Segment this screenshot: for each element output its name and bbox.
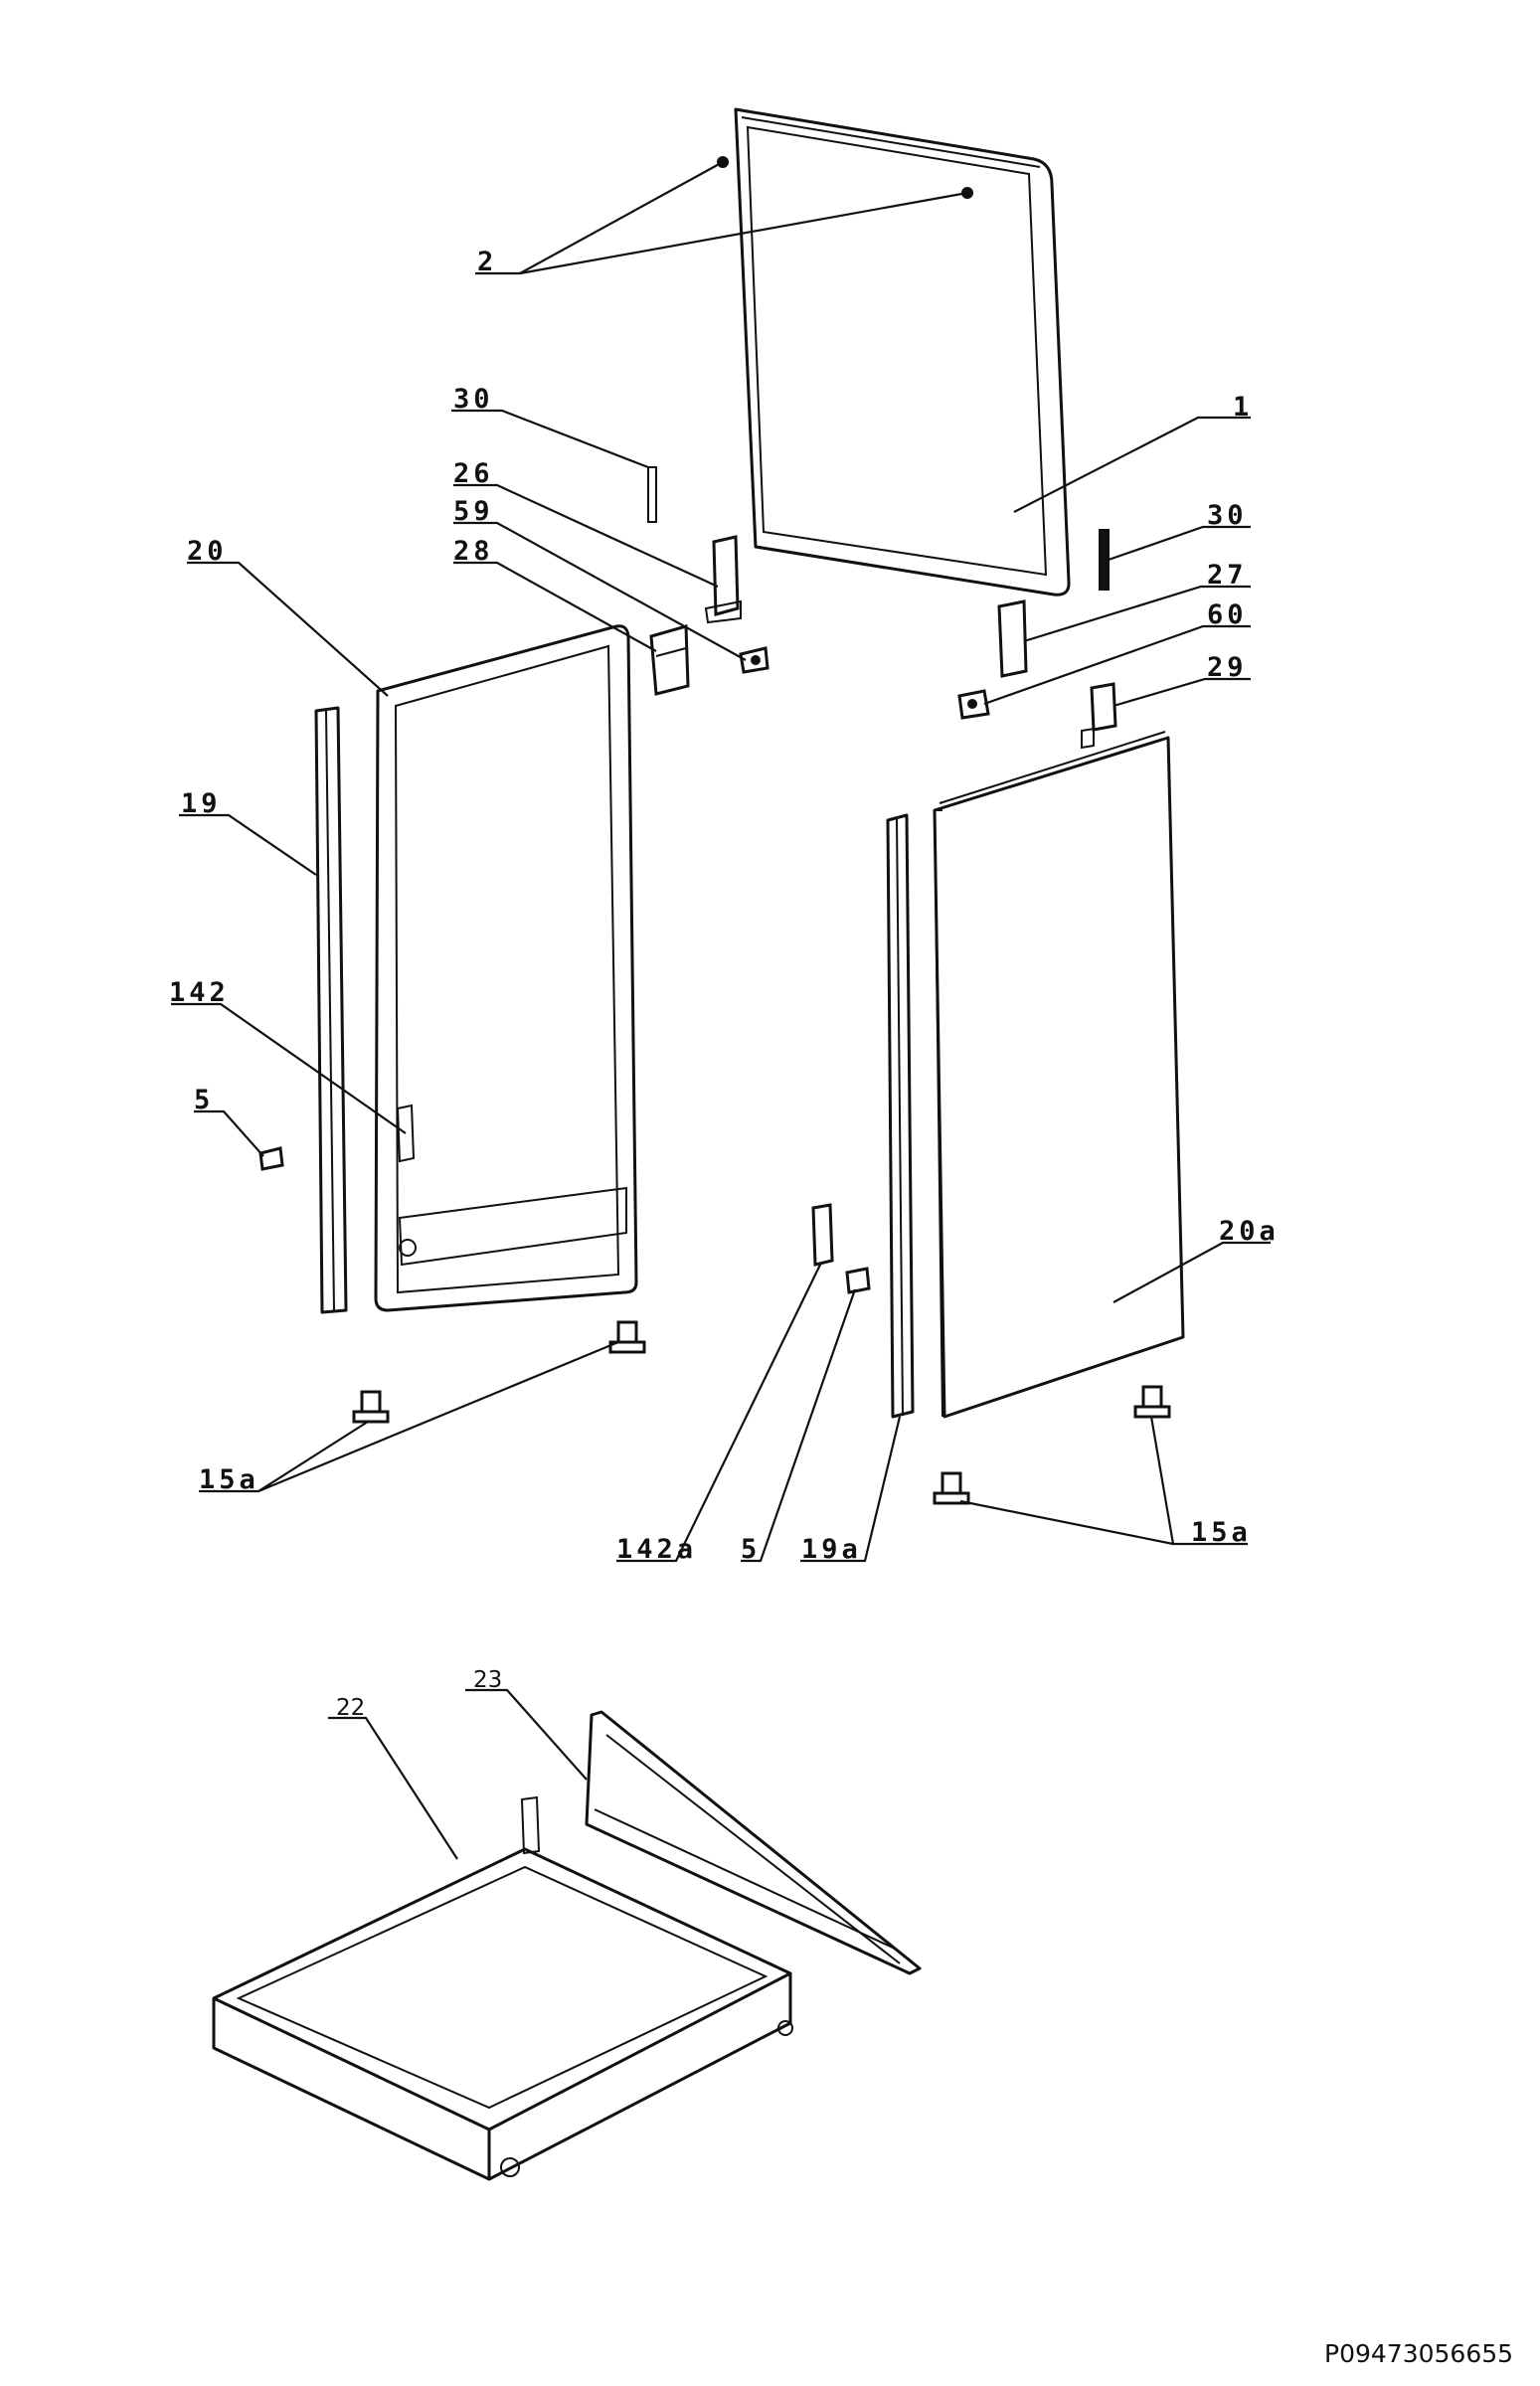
part-23-rear-plate <box>585 1710 922 1975</box>
part-19a-right-rail <box>886 813 915 1419</box>
leader-26 <box>453 483 719 588</box>
part-20a-right-side-panel <box>933 731 1185 1419</box>
leader-60 <box>983 624 1251 706</box>
leader-59 <box>453 521 747 661</box>
part-20-left-side-panel <box>374 624 638 1312</box>
label-20: 20 <box>187 536 228 567</box>
label-19: 19 <box>181 788 222 819</box>
part-30-pin-left <box>647 466 657 523</box>
label-20a: 20a <box>1219 1216 1280 1247</box>
leader-1 <box>1013 416 1251 513</box>
callout-labels: 2 1 30 26 59 28 20 30 27 60 29 19 142 5 … <box>169 247 1280 1721</box>
reference-code: P09473056655 <box>1324 2339 1513 2368</box>
leader-27 <box>1023 585 1251 643</box>
part-19-left-rail <box>314 706 348 1314</box>
label-19a: 19a <box>801 1534 862 1565</box>
leader-5-left <box>194 1109 264 1157</box>
label-30-right: 30 <box>1207 500 1248 531</box>
part-26-hinge-block <box>704 535 742 624</box>
part-59-bracket <box>739 646 770 674</box>
label-2: 2 <box>477 247 497 277</box>
label-26: 26 <box>453 458 494 489</box>
part-22-base-tray <box>212 1795 793 2181</box>
part-15a-foot-1 <box>608 1320 646 1354</box>
part-5-clip-left <box>258 1146 284 1171</box>
leader-19a <box>800 1416 902 1563</box>
label-5-right: 5 <box>741 1534 761 1565</box>
leader-20 <box>187 561 389 697</box>
leader-22 <box>328 1716 458 1860</box>
part-15a-foot-3 <box>1133 1385 1171 1419</box>
leader-23 <box>465 1688 588 1781</box>
label-59: 59 <box>453 496 494 527</box>
leader-142a <box>616 1262 822 1563</box>
label-142: 142 <box>169 977 230 1008</box>
label-29: 29 <box>1207 652 1248 683</box>
leader-142 <box>171 1002 407 1134</box>
leader-20a <box>1112 1241 1271 1303</box>
label-5-left: 5 <box>194 1085 214 1115</box>
part-142a-lock <box>811 1203 834 1267</box>
part-15a-foot-4 <box>933 1471 970 1505</box>
leader-2 <box>475 161 724 275</box>
leader-lines <box>171 161 1271 1860</box>
part-28-bracket <box>649 624 690 696</box>
label-1: 1 <box>1233 392 1253 423</box>
leader-19 <box>179 813 317 876</box>
leader-28 <box>453 561 657 652</box>
leader-29 <box>1112 677 1251 708</box>
label-142a: 142a <box>616 1534 697 1565</box>
part-5-clip-right <box>845 1267 871 1294</box>
label-60: 60 <box>1207 599 1248 630</box>
label-30-left: 30 <box>453 384 494 415</box>
label-22: 22 <box>336 1695 365 1721</box>
label-15a-right: 15a <box>1191 1517 1252 1548</box>
part-27-hinge-block <box>997 599 1028 678</box>
label-28: 28 <box>453 536 494 567</box>
leader-30-left <box>451 409 649 469</box>
label-15a-left: 15a <box>199 1464 259 1495</box>
leader-30-right <box>1108 525 1251 562</box>
label-27: 27 <box>1207 560 1248 591</box>
part-29-bracket <box>1081 682 1117 750</box>
part-30-pin-right <box>1099 529 1110 591</box>
part-2-screws <box>717 156 973 199</box>
leader-5-right <box>741 1288 857 1563</box>
part-60-bracket <box>957 689 990 720</box>
part-1-top-frame <box>734 107 1071 596</box>
part-15a-foot-2 <box>352 1390 390 1424</box>
label-23: 23 <box>473 1667 502 1693</box>
